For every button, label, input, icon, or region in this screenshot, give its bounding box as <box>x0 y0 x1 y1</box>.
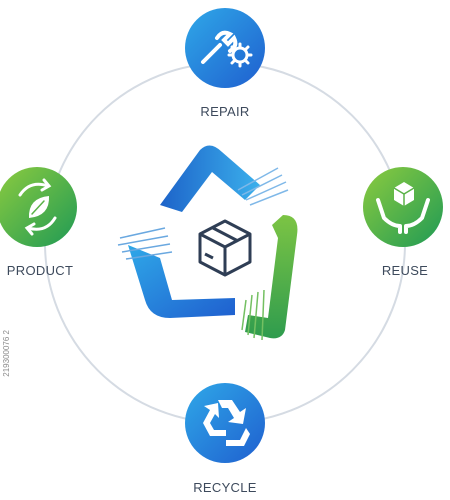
reuse-node <box>363 167 443 247</box>
hands-box-icon <box>376 182 430 234</box>
reuse-label: REUSE <box>381 263 429 278</box>
product-label: PRODUCT <box>6 263 74 278</box>
repair-node <box>185 8 265 88</box>
left-arrow-streaks <box>117 227 173 260</box>
right-arrow-streaks <box>241 289 265 341</box>
left-arrow-band <box>128 245 235 318</box>
wrench-gear-icon <box>201 30 253 68</box>
recycle-node <box>185 383 265 463</box>
product-node <box>0 167 77 247</box>
top-arrow-band <box>160 145 260 212</box>
central-recycle-arrows <box>117 145 298 341</box>
repair-label: REPAIR <box>200 104 250 119</box>
image-id-watermark: 219300076 2 <box>2 330 11 377</box>
recycle-leaf-icon <box>18 178 57 236</box>
recycle-arrows-icon <box>203 400 250 446</box>
top-arrow-streaks <box>237 167 289 206</box>
box-icon <box>198 219 252 277</box>
recycle-label: RECYCLE <box>193 480 257 495</box>
right-arrow-band <box>245 215 298 339</box>
